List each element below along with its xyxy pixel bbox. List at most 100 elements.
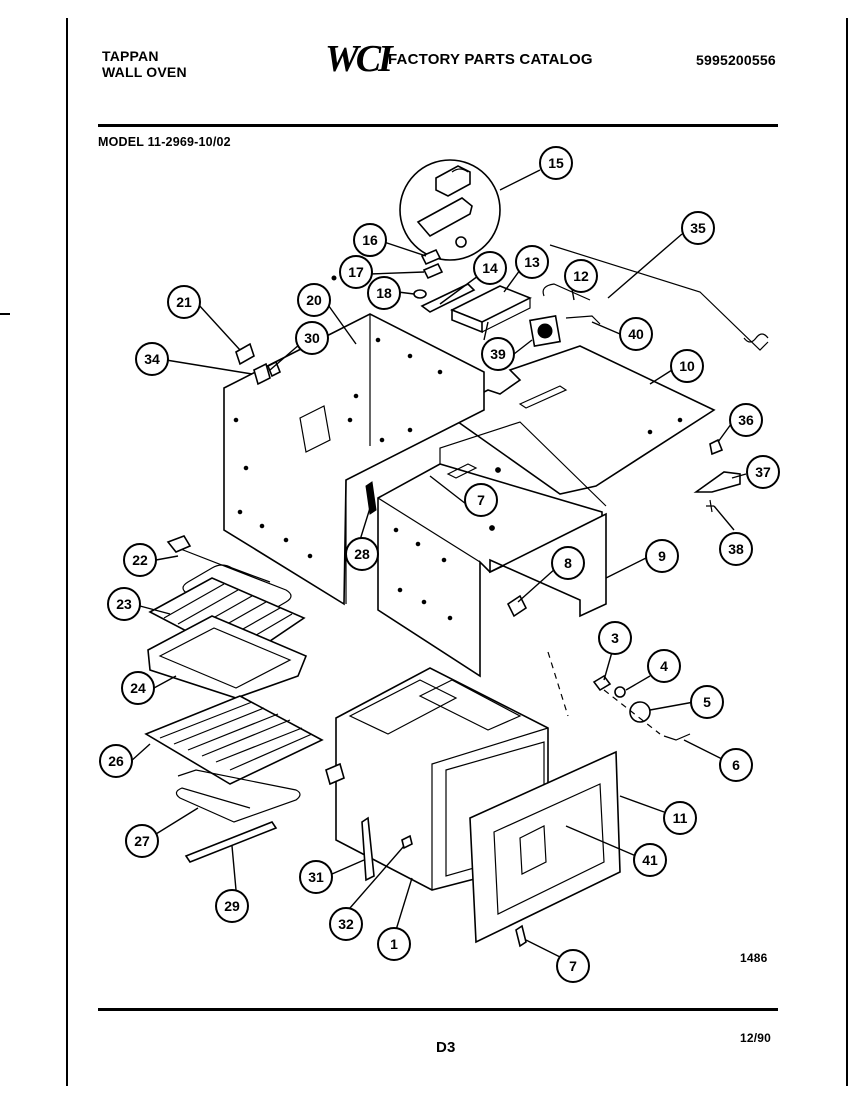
part-20-side-panel bbox=[223, 313, 485, 606]
svg-text:26: 26 bbox=[108, 753, 124, 769]
svg-text:8: 8 bbox=[564, 555, 572, 571]
callout-27: 27 bbox=[125, 824, 159, 858]
callout-35: 35 bbox=[681, 211, 715, 245]
svg-text:10: 10 bbox=[679, 358, 695, 374]
callout-30: 30 bbox=[295, 321, 329, 355]
footer-rule bbox=[98, 1008, 778, 1011]
callout-6: 6 bbox=[719, 748, 753, 782]
part-38 bbox=[706, 499, 714, 513]
callout-16: 15 bbox=[539, 146, 573, 180]
callout-20: 20 bbox=[297, 283, 331, 317]
part-24-pan bbox=[147, 615, 308, 699]
svg-text:35: 35 bbox=[690, 220, 706, 236]
callout-15: 14 bbox=[473, 251, 507, 285]
svg-text:12: 12 bbox=[573, 268, 589, 284]
wci-logo: WCI bbox=[325, 38, 393, 80]
callout-36: 36 bbox=[729, 403, 763, 437]
svg-text:23: 23 bbox=[116, 596, 132, 612]
callout-32: 31 bbox=[299, 860, 333, 894]
svg-text:7: 7 bbox=[477, 492, 485, 508]
callout-9: 7 bbox=[464, 483, 498, 517]
callout-41: 41 bbox=[633, 843, 667, 877]
svg-text:21: 21 bbox=[176, 294, 192, 310]
part-37 bbox=[693, 471, 741, 493]
part-21-bracket bbox=[235, 342, 255, 366]
catalog-number: 5995200556 bbox=[696, 52, 776, 68]
svg-text:41: 41 bbox=[642, 852, 658, 868]
callout-13: 12 bbox=[564, 259, 598, 293]
part-31-clip bbox=[401, 834, 413, 850]
svg-text:34: 34 bbox=[144, 351, 160, 367]
callout-29: 28 bbox=[345, 537, 379, 571]
callout-39: 39 bbox=[481, 337, 515, 371]
svg-text:22: 22 bbox=[132, 552, 148, 568]
callout-5: 5 bbox=[690, 685, 724, 719]
callout-3: 3 bbox=[598, 621, 632, 655]
svg-text:18: 18 bbox=[376, 285, 392, 301]
figure-code: 1486 bbox=[740, 951, 768, 965]
brand-block: TAPPAN WALL OVEN bbox=[102, 48, 187, 80]
svg-text:9: 9 bbox=[658, 548, 666, 564]
brand-name: TAPPAN bbox=[102, 48, 159, 64]
page-frame bbox=[66, 18, 848, 1086]
callout-7: 7 bbox=[556, 949, 590, 983]
callout-21: 21 bbox=[167, 285, 201, 319]
part-8-door-frame bbox=[469, 750, 621, 948]
callout-14: 13 bbox=[515, 245, 549, 279]
callout-11: 9 bbox=[645, 539, 679, 573]
callout-circles: 15 16 17 18 14 13 12 35 40 39 10 21 20 3… bbox=[99, 146, 780, 983]
callout-22: 22 bbox=[123, 543, 157, 577]
part-34-bracket bbox=[253, 362, 271, 386]
svg-text:20: 20 bbox=[306, 292, 322, 308]
callout-34: 34 bbox=[135, 342, 169, 376]
svg-text:4: 4 bbox=[660, 658, 668, 674]
leader-lines bbox=[129, 169, 747, 959]
product-type: WALL OVEN bbox=[102, 64, 187, 80]
svg-text:37: 37 bbox=[755, 464, 771, 480]
callout-40: 40 bbox=[619, 317, 653, 351]
callout-12: 10 bbox=[670, 349, 704, 383]
part-36 bbox=[709, 438, 724, 456]
part-11-side bbox=[489, 512, 607, 618]
svg-text:24: 24 bbox=[130, 680, 146, 696]
model-number: MODEL 11-2969-10/02 bbox=[98, 135, 231, 149]
callout-17: 16 bbox=[353, 223, 387, 257]
page-code: D3 bbox=[436, 1039, 456, 1056]
svg-text:28: 28 bbox=[354, 546, 370, 562]
part-28-bracket bbox=[184, 821, 278, 863]
part-10-switch bbox=[506, 594, 528, 618]
catalog-title: FACTORY PARTS CATALOG bbox=[388, 51, 593, 68]
svg-text:17: 17 bbox=[348, 264, 364, 280]
svg-text:38: 38 bbox=[728, 541, 744, 557]
svg-text:3: 3 bbox=[611, 630, 619, 646]
callout-38: 38 bbox=[719, 532, 753, 566]
callout-4: 4 bbox=[647, 649, 681, 683]
svg-text:30: 30 bbox=[304, 330, 320, 346]
callout-26: 26 bbox=[99, 744, 133, 778]
svg-text:27: 27 bbox=[134, 833, 150, 849]
svg-text:15: 15 bbox=[548, 155, 564, 171]
svg-text:14: 14 bbox=[482, 260, 498, 276]
svg-text:5: 5 bbox=[703, 694, 711, 710]
callout-18: 17 bbox=[339, 255, 373, 289]
callout-8: 11 bbox=[663, 801, 697, 835]
knob-assembly bbox=[547, 651, 691, 741]
svg-text:32: 32 bbox=[338, 916, 354, 932]
revision-date: 12/90 bbox=[740, 1031, 772, 1045]
callout-10: 8 bbox=[551, 546, 585, 580]
part-16-detail bbox=[399, 159, 501, 261]
part-7-latch bbox=[515, 924, 527, 948]
part-12-panel bbox=[442, 345, 716, 495]
part-29-strip bbox=[365, 481, 377, 515]
svg-text:40: 40 bbox=[628, 326, 644, 342]
callout-1: 1 bbox=[377, 927, 411, 961]
part-27-element bbox=[175, 769, 301, 823]
callout-31: 32 bbox=[329, 907, 363, 941]
svg-text:29: 29 bbox=[224, 898, 240, 914]
svg-text:7: 7 bbox=[569, 958, 577, 974]
callout-24: 24 bbox=[121, 671, 155, 705]
svg-text:11: 11 bbox=[673, 810, 688, 826]
svg-text:31: 31 bbox=[308, 869, 324, 885]
